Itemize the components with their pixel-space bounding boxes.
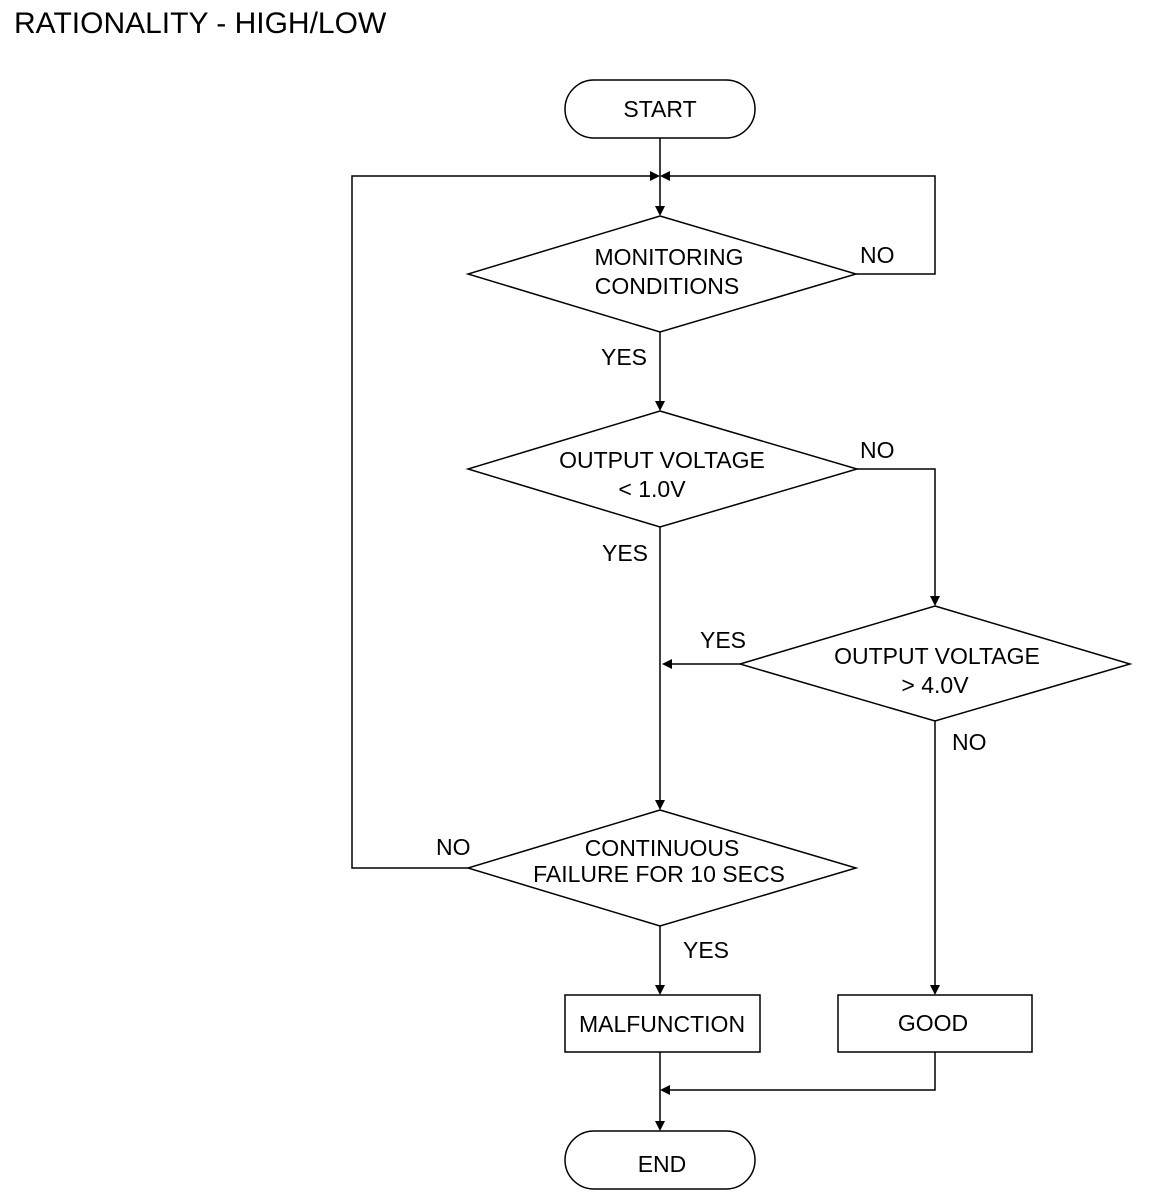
- connector-continuous-no-loop: [351, 175, 650, 869]
- high-check-label-line2: > 4.0V: [901, 672, 969, 698]
- high-no-label: NO: [952, 729, 987, 755]
- good-label: GOOD: [898, 1010, 968, 1036]
- high-yes-label: YES: [700, 627, 746, 653]
- monitoring-decision: MONITORING CONDITIONS: [465, 215, 859, 333]
- good-node: GOOD: [837, 994, 1033, 1053]
- start-label: START: [623, 96, 696, 122]
- monitoring-yes-label: YES: [601, 344, 647, 370]
- high-voltage-decision: OUTPUT VOLTAGE > 4.0V: [737, 605, 1133, 722]
- continuous-yes-label: YES: [683, 937, 729, 963]
- start-node: START: [564, 79, 756, 139]
- connector-good-to-end: [670, 1052, 936, 1091]
- arrowhead-high-yes-join: [662, 659, 672, 669]
- continuous-label-line1: CONTINUOUS: [585, 835, 740, 861]
- monitoring-label-line1: MONITORING: [594, 244, 743, 270]
- arrowhead-into-good: [930, 985, 940, 995]
- low-yes-label: YES: [602, 540, 648, 566]
- arrowhead-into-low-check: [655, 401, 665, 411]
- connector-monitoring-no-loop: [670, 175, 936, 275]
- arrowhead-into-continuous: [655, 800, 665, 810]
- monitoring-no-label: NO: [860, 242, 895, 268]
- arrowhead-into-merge-from-left: [650, 171, 660, 181]
- continuous-no-label: NO: [436, 834, 471, 860]
- arrowheads: [650, 171, 940, 1131]
- monitoring-label-line2: CONDITIONS: [595, 273, 739, 299]
- malfunction-label: MALFUNCTION: [579, 1011, 745, 1037]
- continuous-failure-decision: CONTINUOUS FAILURE FOR 10 SECS: [465, 809, 859, 927]
- arrowhead-into-high-check: [930, 596, 940, 606]
- end-label: END: [638, 1151, 687, 1177]
- connector-low-no: [857, 468, 936, 598]
- low-no-label: NO: [860, 437, 895, 463]
- diagram-title: RATIONALITY - HIGH/LOW: [14, 7, 387, 40]
- branch-labels: NO YES NO YES YES NO NO YES: [436, 242, 987, 963]
- end-node: END: [564, 1130, 756, 1190]
- malfunction-node: MALFUNCTION: [564, 994, 761, 1053]
- continuous-label-line2: FAILURE FOR 10 SECS: [533, 861, 785, 887]
- arrowhead-good-join: [660, 1085, 670, 1095]
- low-check-label-line2: < 1.0V: [618, 476, 686, 502]
- high-check-label-line1: OUTPUT VOLTAGE: [834, 643, 1040, 669]
- arrowhead-into-merge-from-right: [660, 171, 670, 181]
- low-voltage-decision: OUTPUT VOLTAGE < 1.0V: [465, 410, 860, 528]
- arrowhead-into-end: [655, 1121, 665, 1131]
- arrowhead-into-malfunction: [655, 985, 665, 995]
- low-check-label-line1: OUTPUT VOLTAGE: [559, 447, 765, 473]
- arrowhead-into-monitoring: [655, 206, 665, 216]
- connectors: [351, 138, 936, 1123]
